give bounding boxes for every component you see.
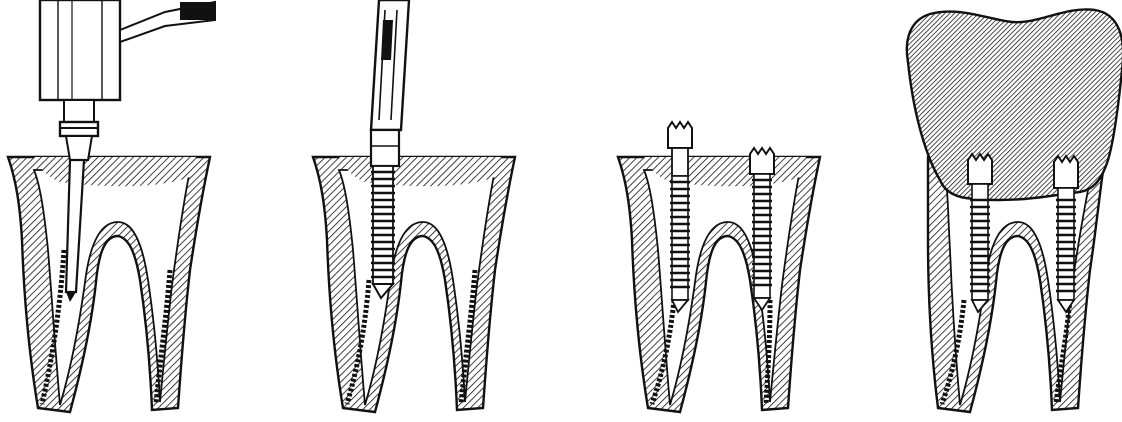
threaded-post-left bbox=[668, 122, 692, 312]
panel-2-inserting-post bbox=[313, 0, 515, 412]
threaded-post-1 bbox=[371, 166, 395, 298]
threaded-post-right-4 bbox=[1054, 156, 1078, 312]
panel-4-core-buildup bbox=[907, 9, 1122, 412]
core-crown-buildup bbox=[907, 9, 1122, 200]
drill-handpiece bbox=[40, 0, 216, 160]
threaded-post-left-4 bbox=[968, 154, 992, 312]
threaded-post-right bbox=[750, 148, 774, 310]
panel-1-drilling bbox=[8, 0, 216, 412]
tooth-root-1 bbox=[8, 157, 210, 412]
panel-3-posts-placed bbox=[618, 122, 820, 412]
tooth-root-2 bbox=[313, 157, 515, 412]
tooth-root-3 bbox=[618, 157, 820, 412]
post-inserter-tool bbox=[371, 0, 409, 166]
